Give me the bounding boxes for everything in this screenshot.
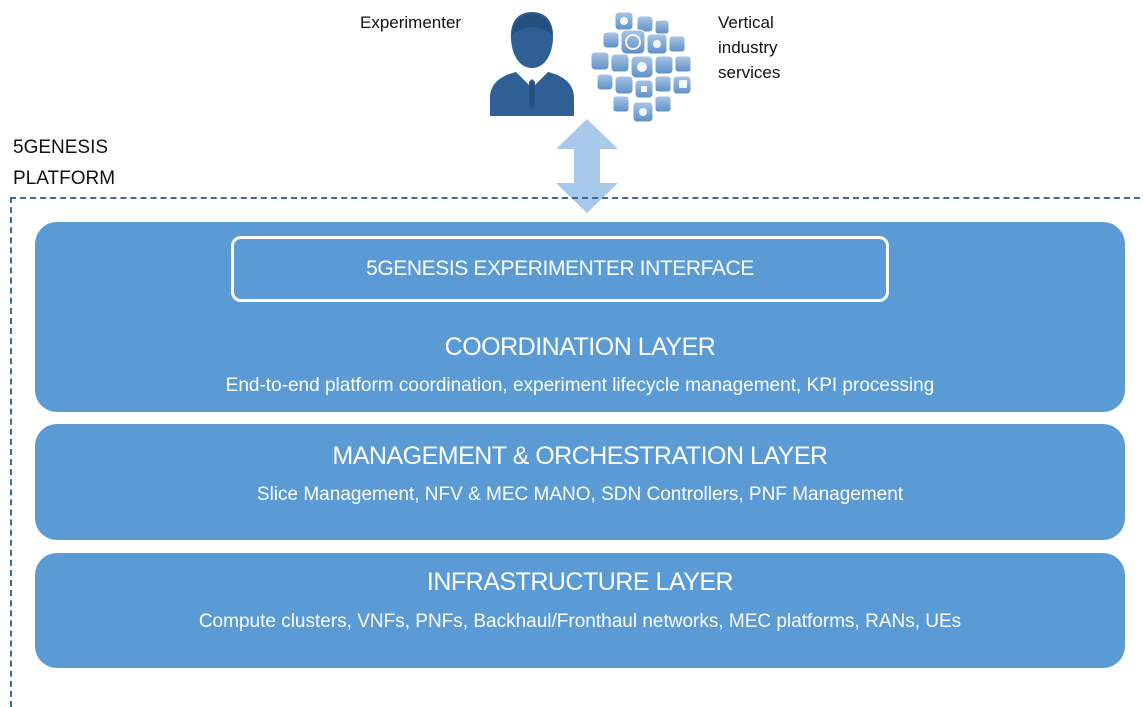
vertical-label-line-3: services bbox=[718, 63, 781, 82]
coordination-layer-description: End-to-end platform coordination, experi… bbox=[225, 375, 935, 396]
management-layer-description: Slice Management, NFV & MEC MANO, SDN Co… bbox=[256, 484, 904, 505]
person-icon bbox=[490, 12, 574, 116]
platform-label-line-1: 5GENESIS bbox=[13, 137, 109, 158]
infrastructure-layer bbox=[35, 553, 1125, 668]
infrastructure-layer-title: INFRASTRUCTURE LAYER bbox=[426, 568, 734, 596]
platform-label-line-2: PLATFORM bbox=[13, 168, 116, 189]
coordination-layer-title: COORDINATION LAYER bbox=[444, 333, 716, 361]
experimenter-label: Experimenter bbox=[360, 13, 462, 32]
coordination-layer bbox=[35, 222, 1125, 412]
vertical-label-line-1: Vertical bbox=[718, 13, 774, 32]
double-arrow-icon bbox=[556, 119, 618, 213]
platform-label: 5GENESIS PLATFORM bbox=[13, 132, 115, 194]
management-orchestration-layer bbox=[35, 424, 1125, 540]
management-layer-title: MANAGEMENT & ORCHESTRATION LAYER bbox=[332, 442, 828, 470]
platform-boundary bbox=[10, 197, 1143, 707]
infrastructure-layer-description: Compute clusters, VNFs, PNFs, Backhaul/F… bbox=[198, 611, 962, 632]
app-cloud-icon bbox=[590, 11, 692, 123]
vertical-industry-services-label: Vertical industry services bbox=[718, 10, 828, 85]
experimenter-interface-box: 5GENESIS EXPERIMENTER INTERFACE bbox=[231, 236, 889, 302]
vertical-label-line-2: industry bbox=[718, 38, 778, 57]
